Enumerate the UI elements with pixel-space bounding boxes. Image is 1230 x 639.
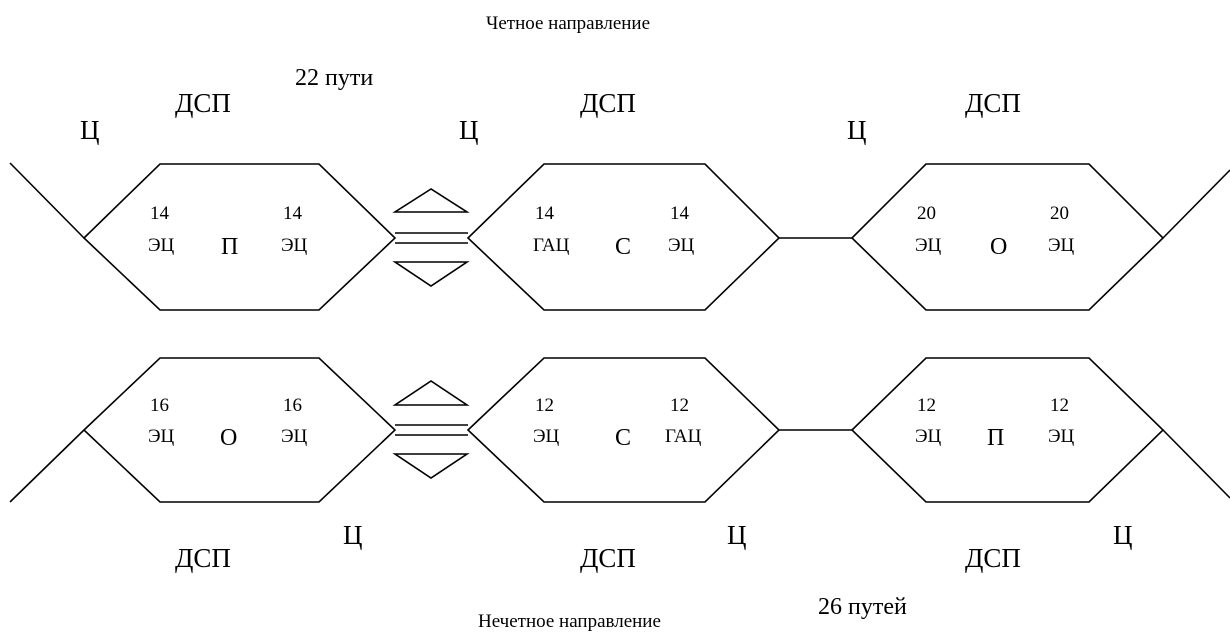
station-right-count: 14 [283, 203, 302, 224]
station-type: С [615, 425, 632, 451]
direction-arrow-down-bottom [392, 453, 470, 479]
station-left-system: ЭЦ [148, 426, 175, 447]
station-hexagon-top-1 [82, 163, 397, 311]
title-odd-direction: Нечетное направление [478, 611, 661, 632]
direction-arrow-up-top [392, 188, 470, 213]
direction-arrow-down-top [392, 261, 470, 287]
station-type: П [987, 425, 1005, 451]
station-left-count: 12 [917, 395, 936, 416]
station-left-count: 12 [535, 395, 554, 416]
centralization-marker-bottom-2: Ц [727, 520, 747, 550]
centralization-marker-bottom-3: Ц [1113, 520, 1133, 550]
station-right-count: 12 [670, 395, 689, 416]
centralization-marker-top-3: Ц [847, 115, 867, 145]
station-hexagon-bottom-3 [850, 357, 1165, 503]
station-right-count: 14 [670, 203, 689, 224]
dsp-label-top-2: ДСП [580, 88, 636, 118]
station-right-count: 20 [1050, 203, 1069, 224]
exit-track-top-right [1162, 169, 1230, 239]
station-left-system: ЭЦ [915, 426, 942, 447]
station-right-count: 16 [283, 395, 302, 416]
exit-track-bottom-right [1162, 429, 1230, 499]
station-right-system: ГАЦ [665, 426, 702, 447]
station-type: П [221, 234, 239, 260]
station-right-system: ЭЦ [281, 426, 308, 447]
centralization-marker-bottom-1: Ц [343, 520, 363, 550]
station-left-system: ЭЦ [148, 235, 175, 256]
centralization-marker-top-2: Ц [459, 115, 479, 145]
dsp-label-top-3: ДСП [965, 88, 1021, 118]
entry-track-bottom-left [9, 429, 85, 503]
station-right-count: 12 [1050, 395, 1069, 416]
station-left-count: 16 [150, 395, 169, 416]
station-right-system: ЭЦ [281, 235, 308, 256]
title-even-direction: Четное направление [486, 13, 651, 34]
station-left-count: 14 [535, 203, 554, 224]
station-type: С [615, 234, 632, 260]
station-hexagon-bottom-1 [82, 357, 397, 503]
entry-track-top-left [9, 162, 85, 239]
station-type: О [220, 425, 238, 451]
station-hexagon-top-3 [850, 163, 1165, 311]
tracks-count-top: 22 пути [295, 65, 374, 91]
station-left-system: ЭЦ [533, 426, 560, 447]
station-left-system: ГАЦ [533, 235, 570, 256]
dsp-label-top-1: ДСП [175, 88, 231, 118]
tracks-count-bottom: 26 путей [818, 594, 907, 620]
station-left-count: 14 [150, 203, 169, 224]
station-right-system: ЭЦ [668, 235, 695, 256]
direction-arrow-up-bottom [392, 380, 470, 406]
station-type: О [990, 234, 1008, 260]
centralization-marker-top-1: Ц [80, 115, 100, 145]
dsp-label-bottom-2: ДСП [580, 543, 636, 573]
station-right-system: ЭЦ [1048, 426, 1075, 447]
station-left-system: ЭЦ [915, 235, 942, 256]
dsp-label-bottom-1: ДСП [175, 543, 231, 573]
station-left-count: 20 [917, 203, 936, 224]
dsp-label-bottom-3: ДСП [965, 543, 1021, 573]
station-right-system: ЭЦ [1048, 235, 1075, 256]
